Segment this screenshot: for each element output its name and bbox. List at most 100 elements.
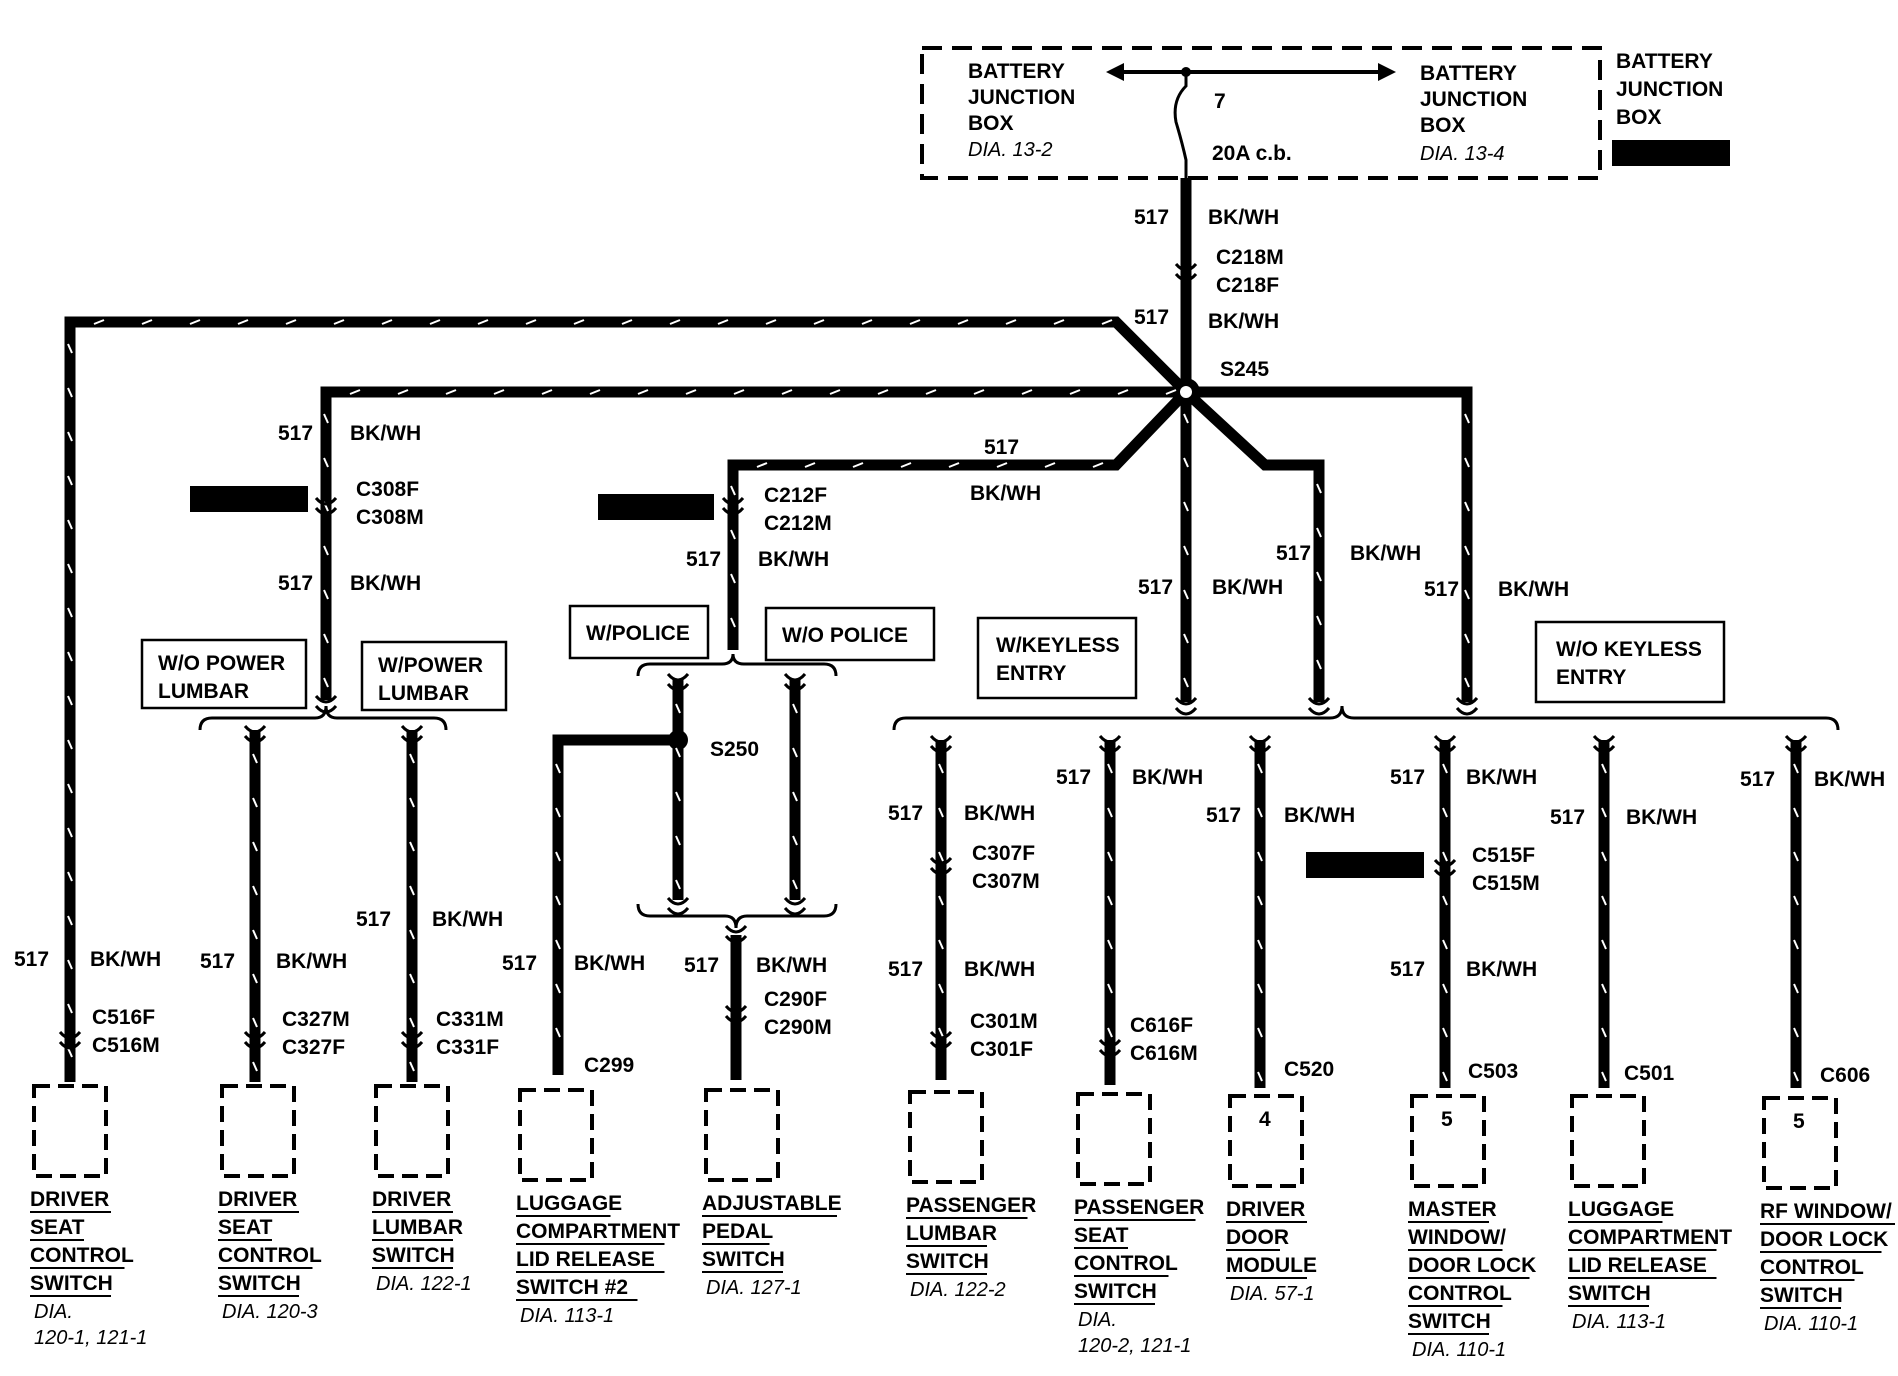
tracer-stripe bbox=[1316, 659, 1322, 670]
component-name-line: CONTROL bbox=[1760, 1256, 1864, 1279]
component-name-line: WINDOW/ bbox=[1408, 1226, 1506, 1249]
tracer-stripe bbox=[1101, 319, 1113, 325]
connector-chevron bbox=[724, 934, 748, 944]
junction-node bbox=[1181, 67, 1191, 77]
connector-chevron bbox=[666, 906, 690, 916]
tracer-stripe bbox=[1442, 763, 1448, 774]
connector-chevron bbox=[666, 896, 690, 906]
circuit-label: 517 bbox=[14, 948, 49, 971]
junction-left-line1: BATTERY bbox=[968, 60, 1065, 83]
tracer-stripe bbox=[1107, 763, 1113, 774]
connector-chevron bbox=[783, 672, 807, 682]
tracer-stripe bbox=[1601, 1071, 1607, 1082]
tracer-stripe bbox=[1183, 413, 1189, 424]
component-dia-ref: DIA. 127-1 bbox=[706, 1277, 802, 1299]
tracer-stripe bbox=[675, 703, 681, 714]
connector-chevron bbox=[721, 496, 745, 506]
wire-tracer-stripes bbox=[67, 319, 1799, 1082]
component-name-line: SWITCH bbox=[1408, 1310, 1491, 1333]
option-box-wo-keyless bbox=[1534, 620, 1726, 704]
tracer-stripe bbox=[67, 915, 73, 926]
junction-right-line1: BATTERY bbox=[1420, 62, 1517, 85]
tracer-stripe bbox=[765, 319, 777, 325]
tracer-stripe bbox=[67, 783, 73, 794]
connector-c307-m: C307M bbox=[972, 870, 1040, 893]
tracer-stripe bbox=[67, 519, 73, 530]
splice-s245-label: S245 bbox=[1220, 358, 1269, 381]
connector-chevron bbox=[1248, 734, 1272, 744]
tracer-stripe bbox=[813, 319, 825, 325]
wire-color-label: BK/WH bbox=[350, 572, 421, 595]
tracer-stripe bbox=[938, 851, 944, 862]
connector-c301-m: C301M bbox=[970, 1010, 1038, 1033]
connector-c327-m: C327M bbox=[282, 1008, 350, 1031]
splice-s245-center bbox=[1180, 386, 1192, 398]
connector-c616-f: C616F bbox=[1130, 1014, 1193, 1037]
circuit-label: 517 bbox=[278, 572, 313, 595]
junction-outer-line2: JUNCTION bbox=[1616, 78, 1723, 101]
circuit-label: 517 bbox=[200, 950, 235, 973]
tracer-stripe bbox=[1257, 1027, 1263, 1038]
ref-text-c212: 151 6 D1 bbox=[612, 500, 665, 515]
junction-right-line2: JUNCTION bbox=[1420, 88, 1527, 111]
component-name-line: SEAT bbox=[218, 1216, 273, 1239]
tracer-stripe bbox=[1464, 501, 1470, 512]
wire-color-label: BK/WH bbox=[432, 908, 503, 931]
component-box bbox=[1076, 1092, 1152, 1186]
connector-c501: C501 bbox=[1624, 1062, 1675, 1085]
wire-color-label: BK/WH bbox=[90, 948, 161, 971]
tracer-stripe bbox=[1165, 389, 1177, 395]
tracer-stripe bbox=[792, 791, 798, 802]
tracer-stripe bbox=[93, 319, 105, 325]
splice-s250 bbox=[668, 730, 688, 750]
tracer-stripe bbox=[877, 389, 889, 395]
connector-chevron bbox=[1433, 858, 1457, 868]
tracer-stripe bbox=[409, 1017, 415, 1028]
tracer-stripe bbox=[1601, 807, 1607, 818]
connector-c308-m: C308M bbox=[356, 506, 424, 529]
component-boxes bbox=[32, 1084, 1838, 1190]
tracer-stripe bbox=[1021, 389, 1033, 395]
tracer-stripe bbox=[252, 929, 258, 940]
tracer-stripe bbox=[669, 319, 681, 325]
tracer-stripe bbox=[1601, 851, 1607, 862]
connector-chevron bbox=[929, 744, 953, 754]
component-name-line: LUMBAR bbox=[372, 1216, 463, 1239]
junction-pin: 7 bbox=[1214, 90, 1226, 113]
connector-c218-f: C218F bbox=[1216, 274, 1279, 297]
tracer-stripe bbox=[1442, 983, 1448, 994]
tracer-stripe bbox=[861, 319, 873, 325]
connector-c606: C606 bbox=[1820, 1064, 1870, 1087]
wire-color-label: BK/WH bbox=[758, 548, 829, 571]
tracer-stripe bbox=[1464, 457, 1470, 468]
tracer-stripe bbox=[1464, 545, 1470, 556]
tracer-stripe bbox=[252, 753, 258, 764]
circuit-label: 517 bbox=[984, 436, 1019, 459]
tracer-stripe bbox=[1601, 763, 1607, 774]
wire-color-label: BK/WH bbox=[1212, 576, 1283, 599]
component-dia-ref: DIA. 57-1 bbox=[1230, 1283, 1314, 1305]
connector-c308-f: C308F bbox=[356, 478, 419, 501]
tracer-stripe bbox=[67, 695, 73, 706]
ref-text-junction: 151-3 C1 bbox=[1626, 146, 1679, 161]
component-dia-ref: 120-1, 121-1 bbox=[34, 1327, 147, 1349]
tracer-stripe bbox=[1257, 895, 1263, 906]
tracer-stripe bbox=[996, 462, 1008, 468]
brace-keyless bbox=[892, 705, 1840, 731]
circuit-label: 517 bbox=[684, 954, 719, 977]
option-wo-keyless-1: W/O KEYLESS bbox=[1556, 638, 1702, 661]
tracer-stripe bbox=[717, 319, 729, 325]
tracer-stripe bbox=[1601, 939, 1607, 950]
connector-c331-f: C331F bbox=[436, 1036, 499, 1059]
component-box bbox=[704, 1088, 780, 1182]
connector-c331-m: C331M bbox=[436, 1008, 504, 1031]
tracer-stripe bbox=[730, 485, 736, 496]
tracer-stripe bbox=[555, 895, 561, 906]
component-name-line: LUGGAGE bbox=[1568, 1198, 1674, 1221]
tracer-stripe bbox=[323, 457, 329, 468]
component-name-line: CONTROL bbox=[30, 1244, 134, 1267]
tracer-stripe bbox=[925, 389, 937, 395]
circuit-label: 517 bbox=[1550, 806, 1585, 829]
tracer-stripe bbox=[730, 617, 736, 628]
